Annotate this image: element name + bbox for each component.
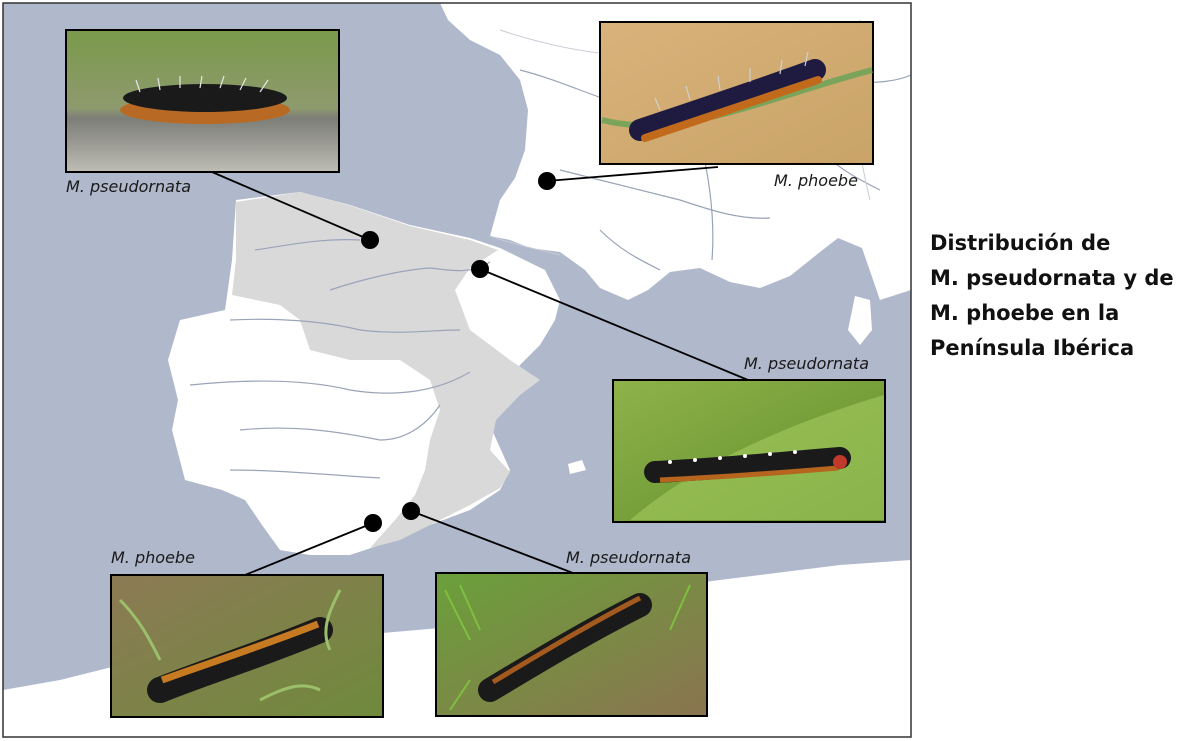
caterpillar-photo-icon xyxy=(118,589,342,702)
marker-pseudornata-south[interactable] xyxy=(402,502,420,520)
photo-pseudornata-east xyxy=(612,379,886,523)
title-line: Distribución de xyxy=(930,231,1111,255)
label-phoebe-france: M. phoebe xyxy=(774,171,858,190)
title-line: M. phoebe en la xyxy=(930,301,1120,325)
connector-lines xyxy=(211,166,749,576)
marker-phoebe-south[interactable] xyxy=(364,514,382,532)
caterpillar-photo-icon xyxy=(654,51,809,111)
connector-phoebe-france xyxy=(546,166,719,182)
label-pseudornata-south: M. pseudornata xyxy=(566,548,691,567)
caterpillar-photo-icon xyxy=(668,450,797,464)
marker-pseudornata-catalonia[interactable] xyxy=(471,260,489,278)
title-line: Península Ibérica xyxy=(930,336,1135,360)
label-phoebe-south: M. phoebe xyxy=(111,548,195,567)
land-balearic xyxy=(568,460,586,474)
range-area xyxy=(232,192,540,548)
marker-pseudornata-north[interactable] xyxy=(361,231,379,249)
marker-phoebe-france[interactable] xyxy=(538,172,556,190)
locality-markers xyxy=(361,172,556,532)
connector-pseudornata-east xyxy=(479,268,749,381)
photo-pseudornata-south xyxy=(435,572,708,717)
connector-pseudornata-nw xyxy=(211,171,371,241)
title-line: M. pseudornata y de xyxy=(930,266,1174,290)
map-title: Distribución de M. pseudornata y de M. p… xyxy=(930,226,1192,366)
photo-phoebe-south xyxy=(110,574,384,718)
caterpillar-photo-icon xyxy=(444,584,691,711)
photo-pseudornata-nw xyxy=(65,29,340,173)
photo-phoebe-france xyxy=(599,21,874,165)
label-pseudornata-east: M. pseudornata xyxy=(744,354,869,373)
caterpillar-photo-icon xyxy=(135,75,269,93)
land-corsica xyxy=(848,296,872,345)
connector-pseudornata-south xyxy=(410,510,574,574)
label-pseudornata-nw: M. pseudornata xyxy=(66,177,191,196)
connector-phoebe-south xyxy=(244,522,374,576)
